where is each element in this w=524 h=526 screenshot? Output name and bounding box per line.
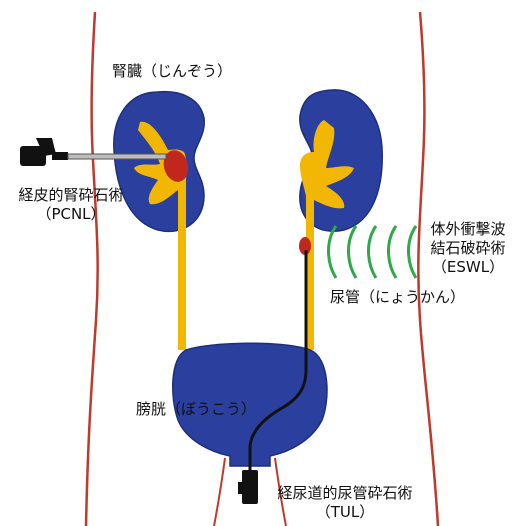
eswl-label-line1: 体外衝撃波 <box>420 220 516 239</box>
pcnl-label: 経皮的腎砕石術 （PCNL） <box>6 186 136 224</box>
ureter-label: 尿管（にょうかん） <box>330 288 465 307</box>
tul-label-line2: （TUL） <box>262 503 428 522</box>
kidney-label: 腎臓（じんぞう） <box>112 62 232 81</box>
body-outline-left <box>86 12 98 526</box>
eswl-label-line3: （ESWL） <box>420 258 516 277</box>
shockwave-icon <box>329 226 417 278</box>
tul-label-line1: 経尿道的尿管砕石術 <box>262 484 428 503</box>
body-outline-inner-left <box>214 458 225 526</box>
pcnl-label-line1: 経皮的腎砕石術 <box>6 186 136 205</box>
eswl-label: 体外衝撃波 結石破砕術 （ESWL） <box>420 220 516 276</box>
pcnl-label-line2: （PCNL） <box>6 205 136 224</box>
bladder-label: 膀胱（ぼうこう） <box>136 400 256 419</box>
tul-label: 経尿道的尿管砕石術 （TUL） <box>262 484 428 522</box>
eswl-label-line2: 結石破砕術 <box>420 239 516 258</box>
